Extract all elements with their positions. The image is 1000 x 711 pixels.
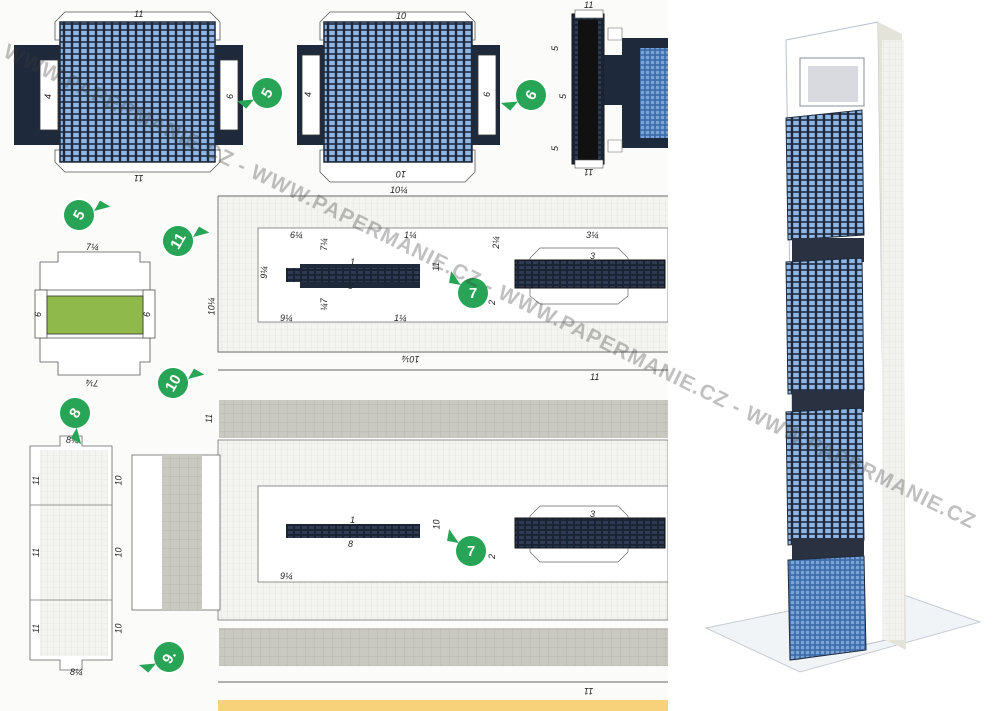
dim-label: 3 bbox=[590, 251, 596, 261]
dim-label: 3¼ bbox=[586, 230, 599, 240]
part-6-column bbox=[571, 9, 668, 169]
dim-label: 11 bbox=[584, 0, 594, 10]
dim-label: 1¼ bbox=[394, 313, 407, 323]
dim-label: 5 bbox=[550, 145, 561, 152]
dim-label: 9¼ bbox=[280, 313, 293, 323]
dim-label: 10 bbox=[396, 11, 407, 21]
dim-label: 1¼ bbox=[404, 230, 417, 240]
dim-label: 9¼ bbox=[258, 266, 269, 279]
dim-label: 5 bbox=[558, 93, 569, 100]
dim-label: 6 bbox=[482, 91, 493, 98]
dim-label: 6 bbox=[142, 311, 153, 318]
step-badge-7: 7 bbox=[458, 278, 488, 308]
dim-label: 11 bbox=[134, 9, 144, 19]
dim-label: 11 bbox=[584, 686, 594, 696]
dim-label: 8¼ bbox=[70, 667, 83, 677]
dim-label: 6¼ bbox=[290, 230, 303, 240]
dim-label: 10 bbox=[113, 547, 124, 558]
dim-label: 11 bbox=[584, 167, 594, 177]
part-9-column bbox=[131, 454, 221, 611]
part-8-column bbox=[29, 435, 113, 671]
dim-label: 10¼ bbox=[402, 354, 420, 364]
dim-label: 8 bbox=[348, 281, 354, 291]
tower-model bbox=[704, 21, 982, 673]
dim-label: 8 bbox=[348, 539, 354, 549]
dim-label: 10 bbox=[396, 169, 407, 179]
papercraft-sheet: 11 11 4 6 10 10 4 6 11 11 5 5 5 7¼ 7¼ 6 … bbox=[0, 0, 668, 711]
dim-label: 11 bbox=[204, 413, 215, 424]
assembled-model-photo bbox=[680, 0, 1000, 711]
dim-label: 10¼ bbox=[206, 297, 217, 316]
dim-label: 4 bbox=[303, 91, 314, 98]
dim-label: 11 bbox=[31, 623, 42, 634]
step-badge-7: 7 bbox=[456, 536, 486, 566]
dim-label: 10 bbox=[113, 475, 124, 486]
dim-label: 10 bbox=[431, 519, 442, 530]
dim-label: ¼7 bbox=[318, 298, 329, 311]
dim-label: 4 bbox=[43, 93, 54, 100]
dim-label: 11 bbox=[590, 372, 600, 382]
part-roof-green bbox=[34, 251, 156, 376]
dim-label: 1 bbox=[350, 257, 356, 267]
dim-label: 1 bbox=[350, 515, 356, 525]
dim-label: 2 bbox=[487, 299, 498, 306]
dim-label: 6 bbox=[225, 93, 236, 100]
dim-label: 10¼ bbox=[390, 185, 408, 195]
dim-label: 11 bbox=[134, 173, 144, 183]
dim-label: 11 bbox=[31, 547, 42, 558]
dim-label: 7¼ bbox=[86, 378, 99, 388]
part-11-frame bbox=[217, 195, 668, 353]
dim-label: 7¼ bbox=[86, 242, 99, 252]
sheet-drawing bbox=[14, 9, 668, 711]
dim-label: 10 bbox=[113, 623, 124, 634]
part-11-facade-left bbox=[14, 11, 243, 173]
dim-label: 2 bbox=[487, 553, 498, 560]
dim-label: 6 bbox=[33, 311, 44, 318]
dim-label: 8¼ bbox=[66, 435, 79, 445]
part-10-frame bbox=[217, 369, 668, 711]
dim-label: 7¼ bbox=[318, 238, 329, 251]
part-10-facade-middle bbox=[297, 11, 500, 183]
dim-label: 9¼ bbox=[280, 571, 293, 581]
dim-label: 11 bbox=[431, 261, 442, 272]
dim-label: 5 bbox=[550, 45, 561, 52]
dim-label: 3 bbox=[590, 509, 596, 519]
dim-label: 11 bbox=[31, 475, 42, 486]
dim-label: 2¼ bbox=[490, 236, 501, 249]
